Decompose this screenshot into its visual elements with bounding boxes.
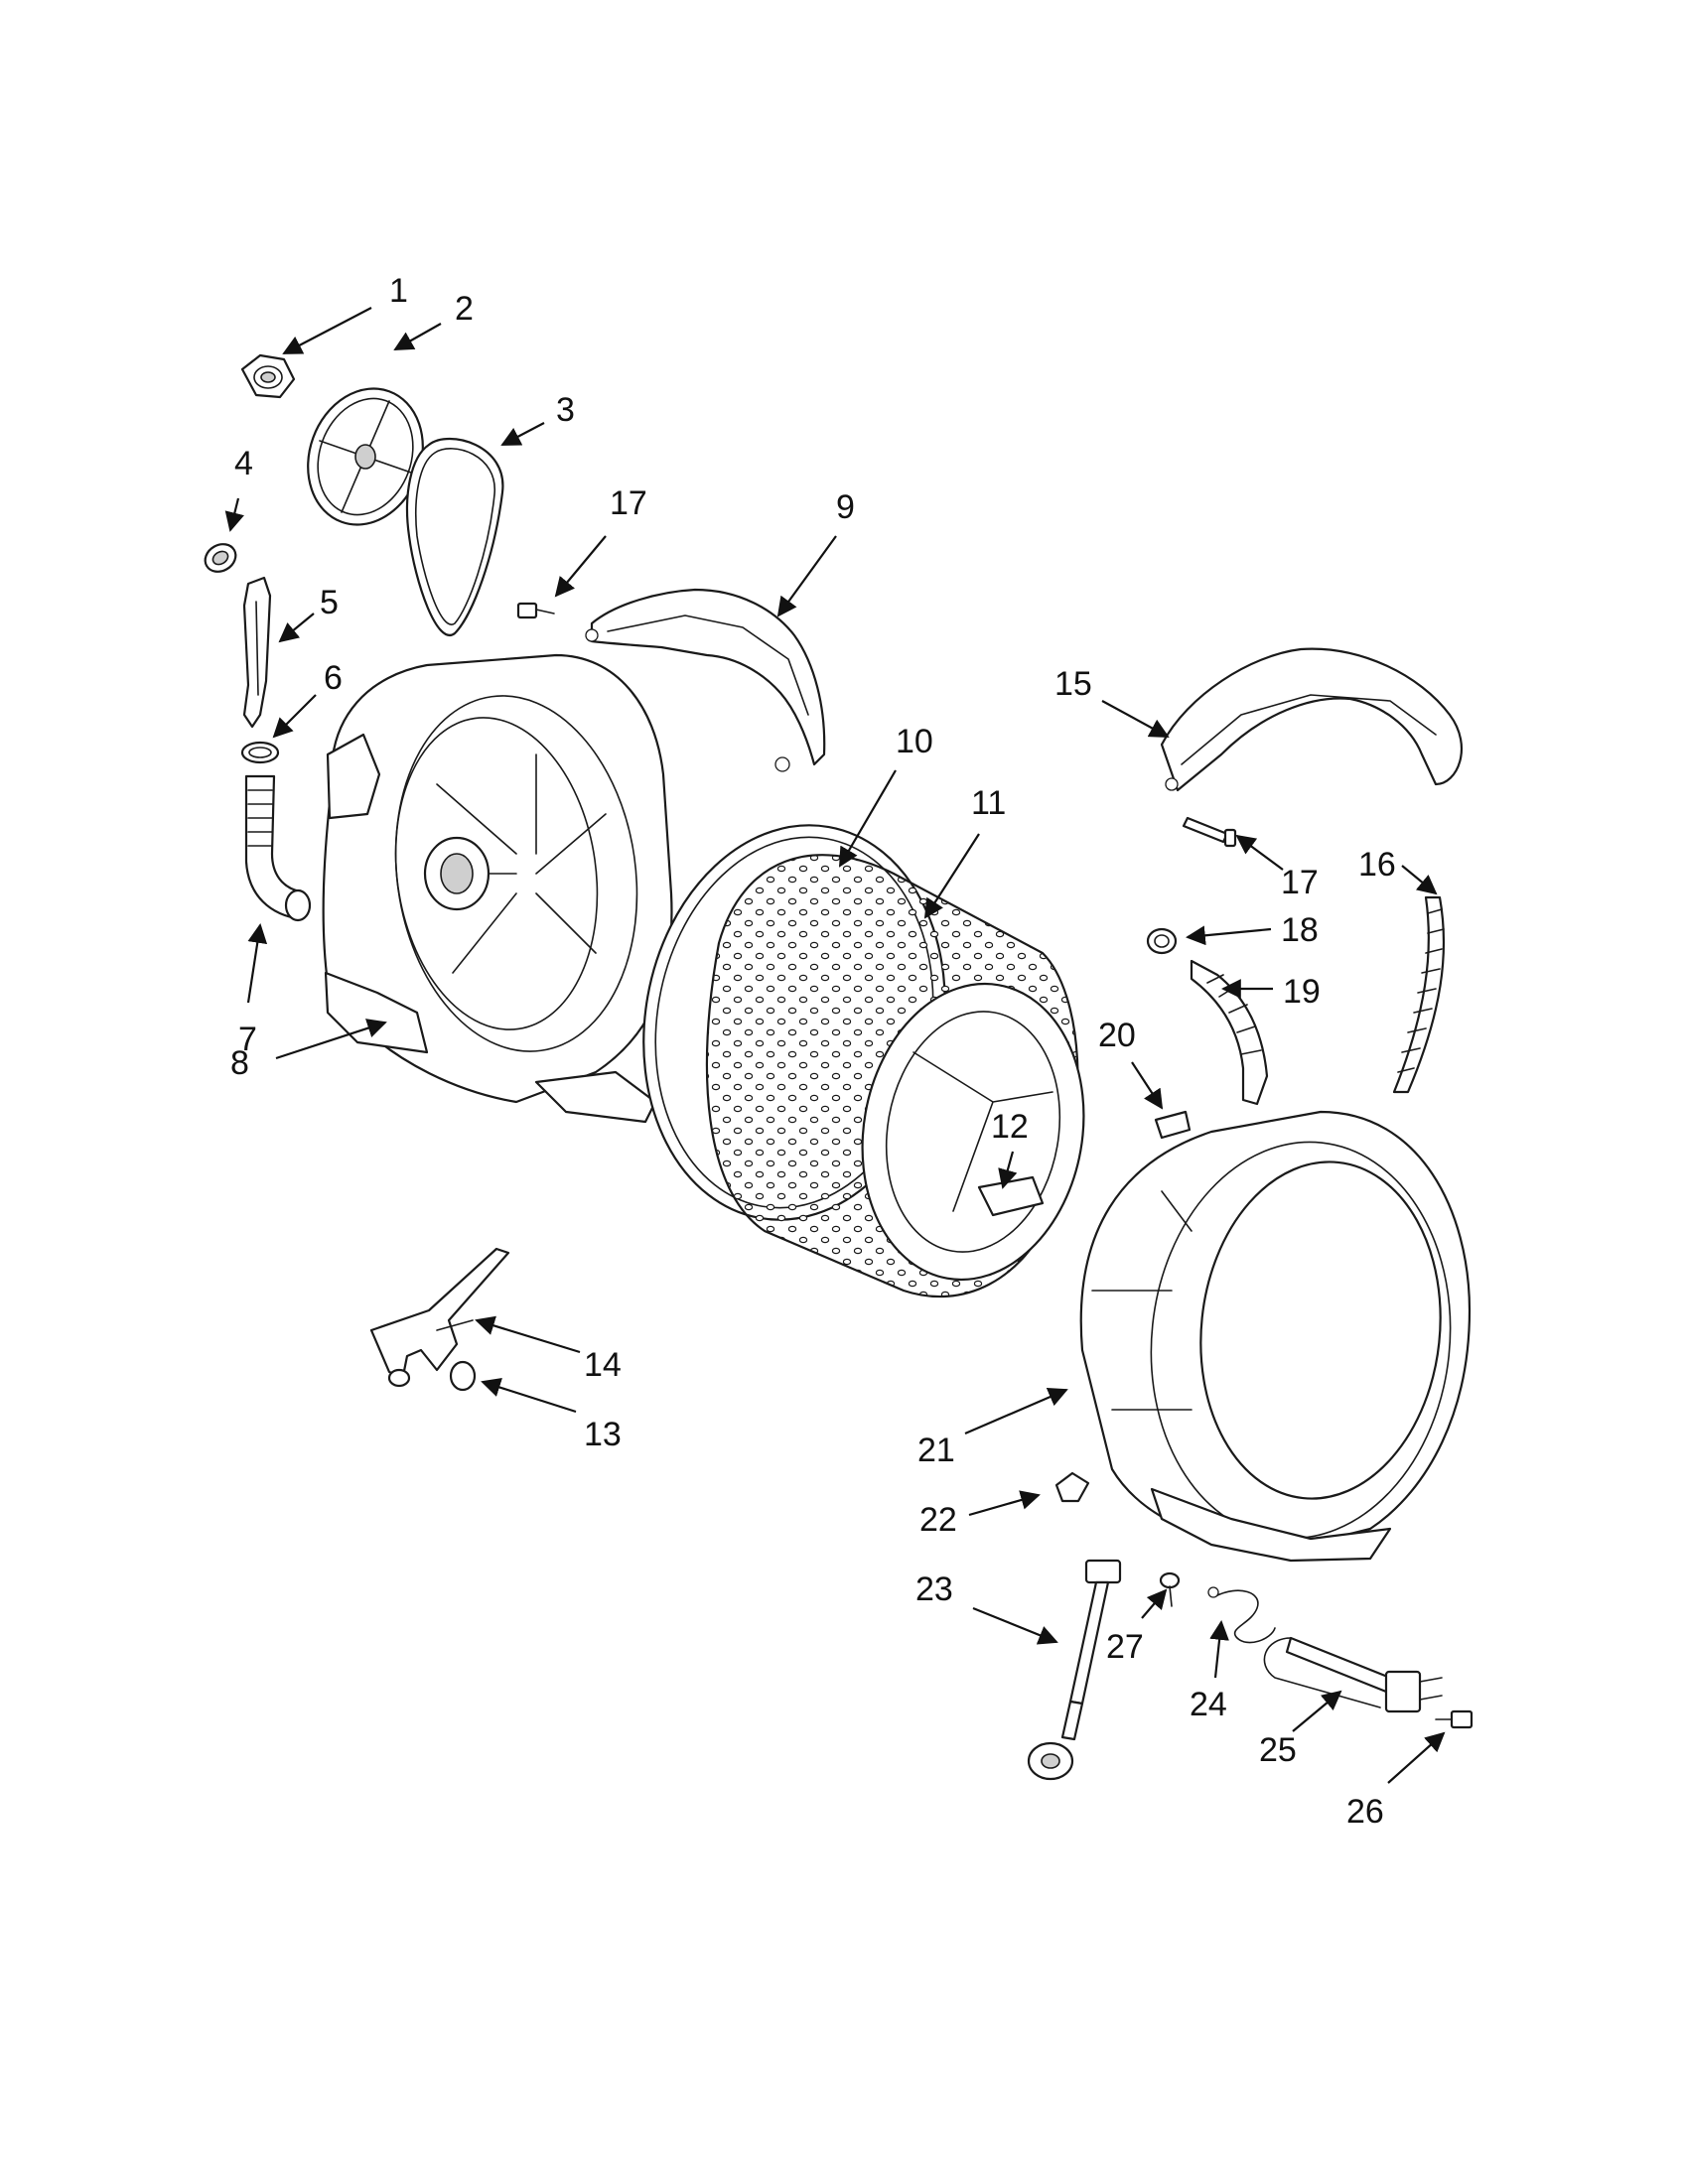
leader-26 [1387, 1731, 1446, 1784]
leader-6 [272, 694, 317, 739]
leader-11 [923, 833, 980, 919]
leader-2 [393, 323, 442, 350]
callout-16: 16 [1358, 846, 1396, 884]
leader-17a [554, 535, 607, 598]
part-18-clamp [1146, 927, 1178, 955]
leader-12 [998, 1151, 1018, 1189]
leader-25 [1292, 1690, 1342, 1732]
leader-5 [278, 613, 315, 643]
part-20-clip [1154, 1110, 1192, 1140]
part-16-hose [1392, 895, 1446, 1094]
callout-8: 8 [230, 1044, 249, 1082]
leader-1 [282, 307, 372, 354]
callout-7: 7 [238, 1021, 257, 1058]
leader-20 [1131, 1061, 1164, 1110]
leader-16 [1401, 865, 1438, 895]
callout-17-top: 17 [610, 484, 647, 522]
callout-21: 21 [917, 1432, 955, 1469]
part-3-belt [405, 437, 504, 636]
leader-15 [1101, 700, 1170, 738]
leader-24 [1209, 1620, 1229, 1679]
part-9-bracket [585, 588, 826, 772]
callout-4: 4 [234, 445, 253, 482]
part-1-nut [240, 353, 296, 399]
part-8-rear-tub [322, 653, 673, 1124]
leader-13 [481, 1377, 577, 1414]
leader-4 [224, 497, 244, 532]
part-17-screw-b [1182, 816, 1237, 848]
callout-25: 25 [1259, 1731, 1297, 1769]
part-23-damper [1027, 1559, 1122, 1781]
callout-17-right: 17 [1281, 864, 1319, 901]
leader-18 [1186, 925, 1272, 946]
leader-3 [500, 422, 545, 446]
callout-13: 13 [584, 1416, 622, 1453]
leader-8 [275, 1019, 387, 1060]
callout-19: 19 [1283, 973, 1321, 1011]
part-24-wire [1207, 1586, 1276, 1644]
part-17-screw [516, 602, 555, 619]
callout-1: 1 [389, 272, 408, 310]
callout-6: 6 [324, 659, 343, 697]
leader-21 [964, 1387, 1068, 1435]
leader-9 [776, 535, 837, 617]
leader-22 [968, 1490, 1041, 1517]
part-6-clamp [240, 741, 280, 764]
callout-12: 12 [991, 1108, 1029, 1146]
callout-26: 26 [1346, 1793, 1384, 1831]
callout-22: 22 [919, 1501, 957, 1539]
part-21-front-tub [1079, 1110, 1472, 1563]
callout-23: 23 [915, 1570, 953, 1608]
part-13-o-ring [449, 1360, 477, 1392]
part-5-bracket [242, 576, 272, 729]
part-25-heater [1263, 1636, 1443, 1713]
part-4-bearing [204, 543, 237, 573]
part-19-bellows [1190, 959, 1269, 1106]
part-22-clip [1054, 1471, 1090, 1503]
leader-27 [1141, 1588, 1168, 1619]
callout-3: 3 [556, 391, 575, 429]
leader-17b [1235, 834, 1284, 871]
part-26-connector [1435, 1709, 1474, 1729]
callout-11: 11 [971, 784, 1006, 822]
callout-27: 27 [1106, 1628, 1144, 1666]
callout-9: 9 [836, 488, 855, 526]
callout-14: 14 [584, 1346, 622, 1384]
callout-18: 18 [1281, 911, 1319, 949]
callout-5: 5 [320, 584, 339, 621]
part-2-pulley [307, 387, 424, 526]
part-15-counterweight [1160, 647, 1464, 792]
callout-20: 20 [1098, 1017, 1136, 1054]
callout-15: 15 [1054, 665, 1092, 703]
leader-10 [839, 769, 897, 868]
leader-7 [246, 923, 268, 1004]
callout-24: 24 [1190, 1686, 1227, 1723]
part-27-screw [1159, 1571, 1181, 1607]
leader-lines [224, 307, 1446, 1784]
part-14-damper-bracket [369, 1247, 510, 1388]
part-7-drain-hose [244, 774, 312, 922]
callout-2: 2 [455, 290, 474, 328]
leader-14 [475, 1315, 581, 1354]
callout-10: 10 [896, 723, 933, 760]
leader-23 [972, 1606, 1058, 1645]
callout-labels: 1 2 3 4 5 6 7 8 9 10 11 12 13 14 15 16 1… [230, 272, 1396, 1831]
part-11-basket [705, 854, 1085, 1298]
